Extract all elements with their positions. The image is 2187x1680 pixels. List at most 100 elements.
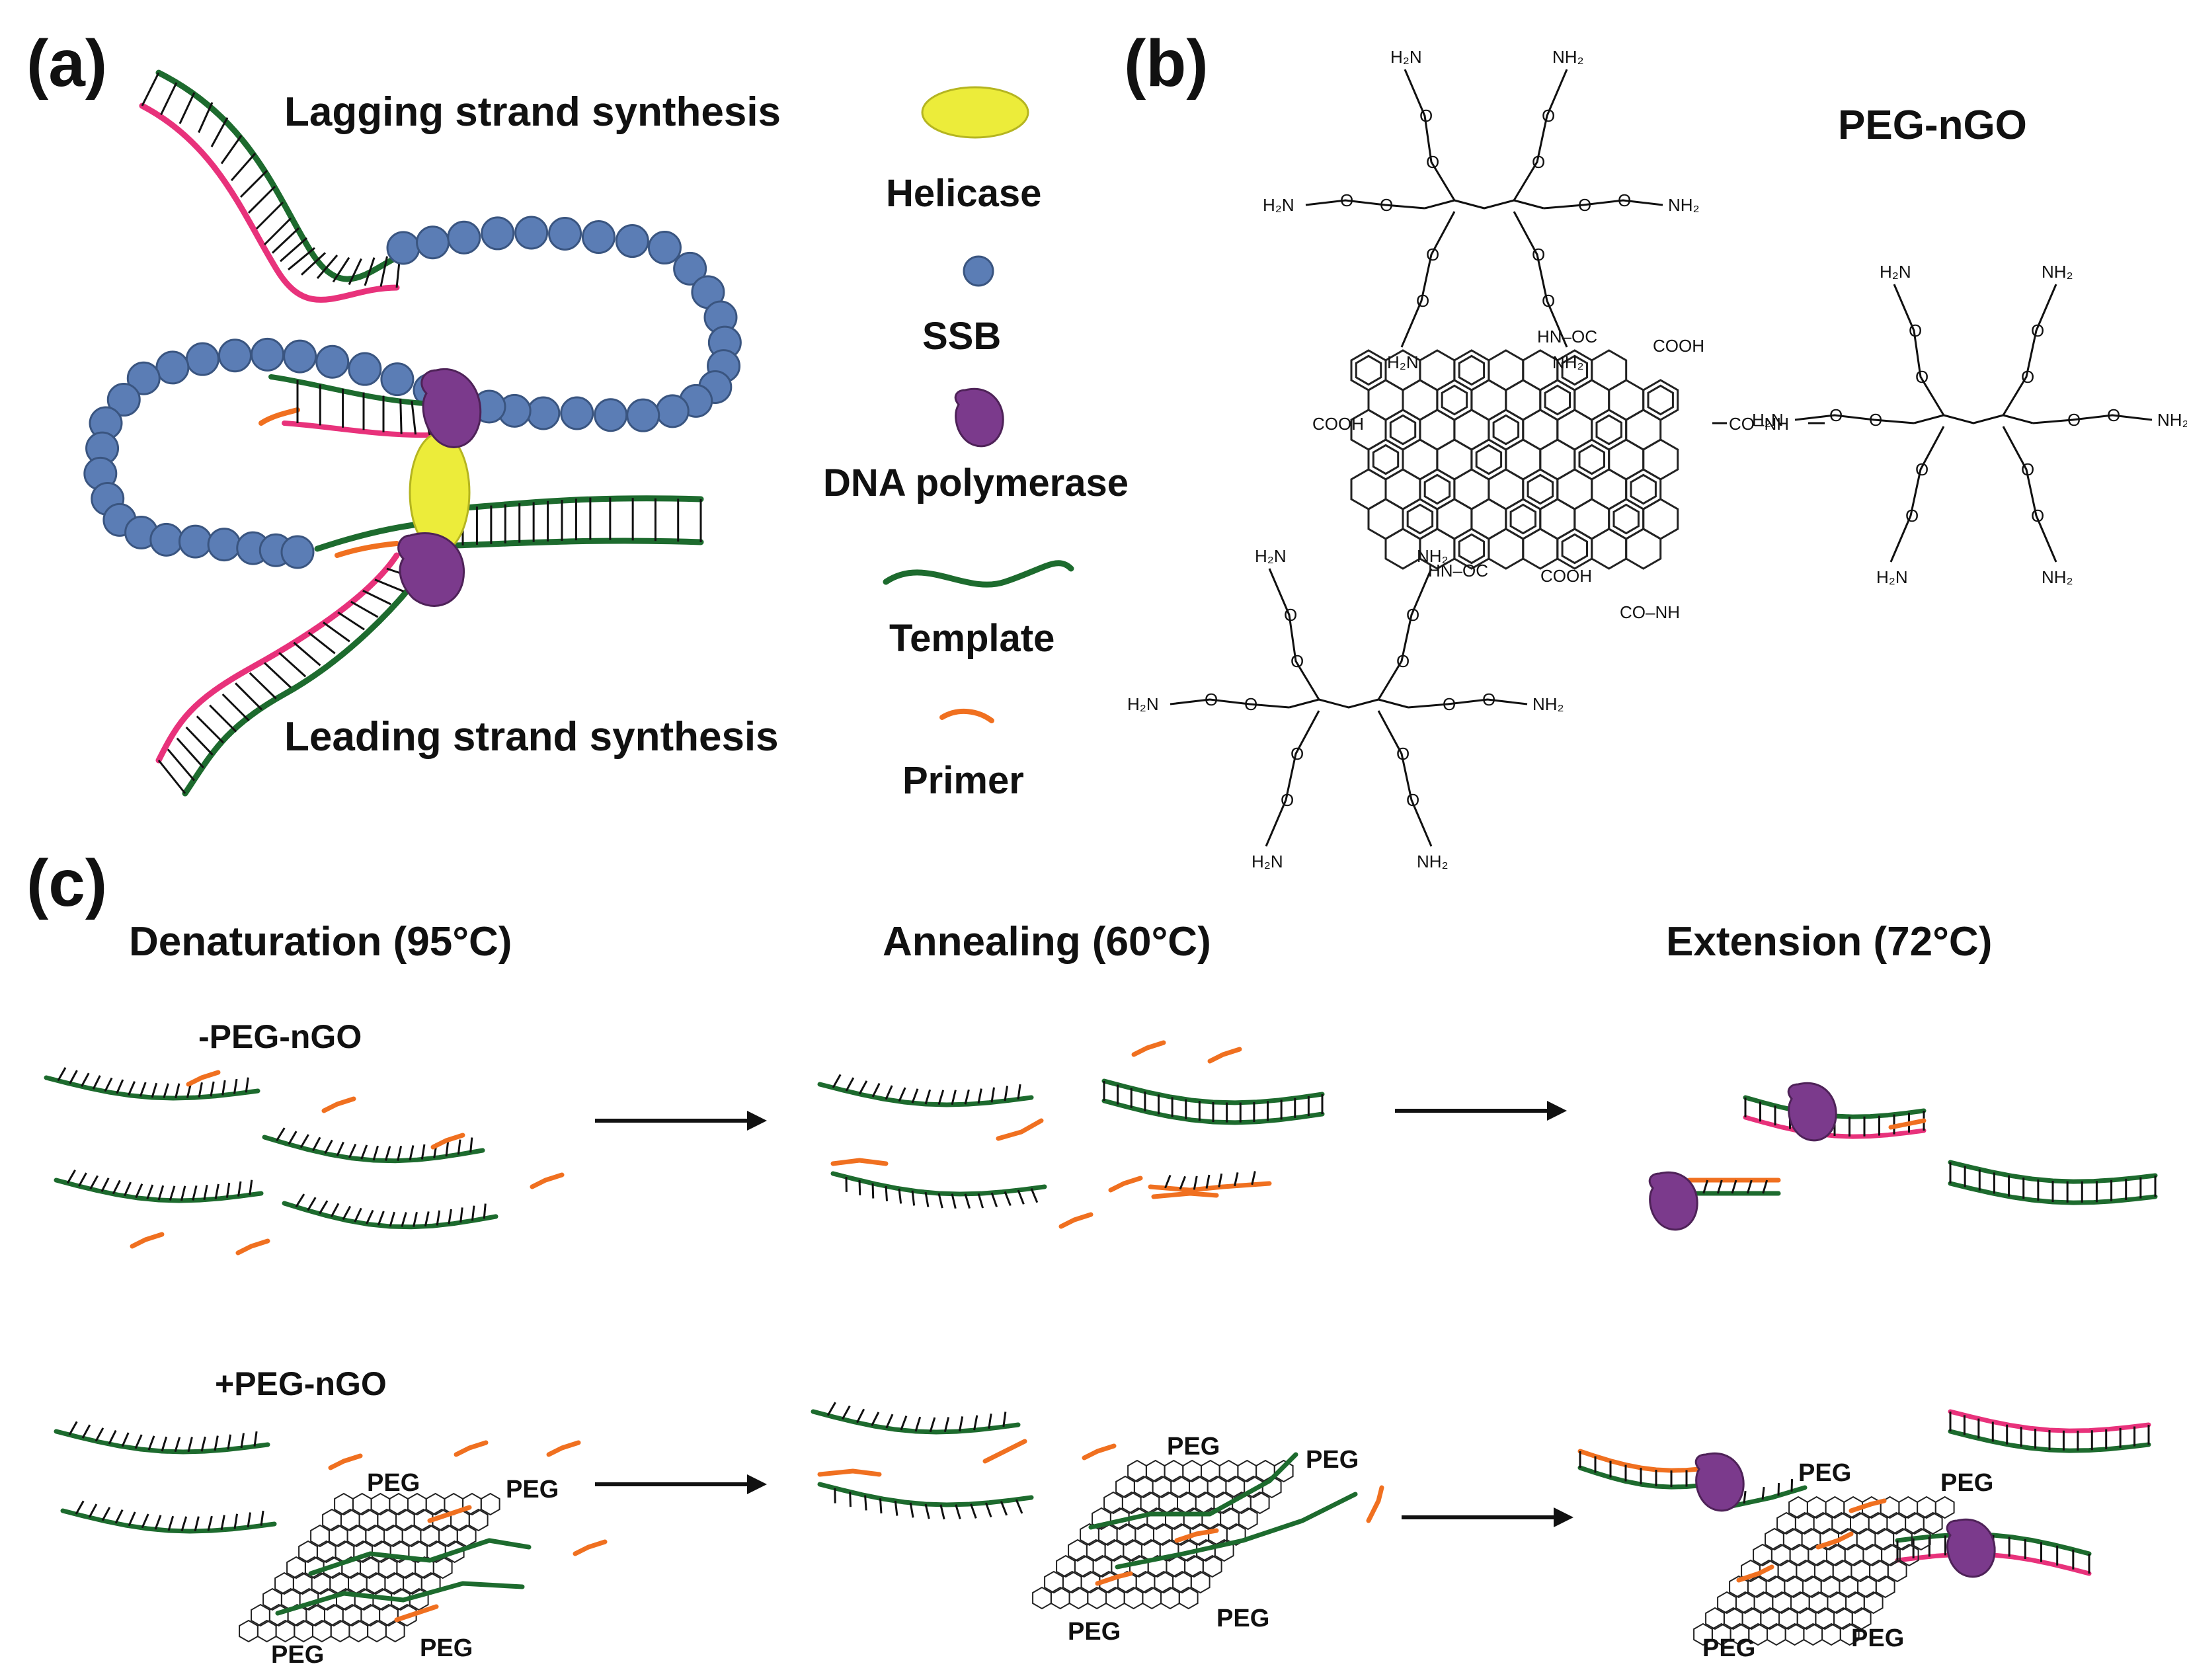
sheet-ring <box>348 1573 367 1594</box>
sheet-ring <box>1772 1592 1791 1613</box>
base-pair-rung <box>363 590 391 604</box>
sheet-ring <box>1753 1544 1772 1566</box>
sheet-ring <box>1208 1476 1226 1498</box>
aromatic-ring <box>1545 385 1570 414</box>
sheet-ring <box>325 1605 343 1626</box>
base-tick <box>102 1178 108 1191</box>
ssb-bead <box>656 395 688 427</box>
base-tick <box>89 1504 97 1517</box>
base-tick <box>362 1145 367 1159</box>
ssb-bead <box>219 340 251 372</box>
aromatic-ring <box>1442 385 1466 414</box>
aromatic-ring <box>1390 415 1415 444</box>
oxygen-label: O <box>1291 651 1304 671</box>
aromatic-ring <box>1459 356 1484 384</box>
sheet-ring <box>1790 1544 1809 1566</box>
primer <box>1084 1446 1114 1458</box>
aromatic-ring <box>1648 385 1673 414</box>
sheet-ring <box>1141 1492 1160 1513</box>
graphene-oxide-core <box>1351 350 1678 569</box>
sheet-ring <box>251 1605 270 1626</box>
base-pair-rung <box>375 580 404 592</box>
base-tick <box>289 1131 297 1144</box>
sheet-ring <box>1748 1576 1767 1597</box>
ssb-bead <box>528 397 559 429</box>
sheet-ring <box>1767 1624 1786 1645</box>
sheet-ring <box>1238 1460 1256 1482</box>
sheet-ring <box>1870 1560 1888 1581</box>
oxygen-label: O <box>1542 291 1555 311</box>
sheet-ring <box>1105 1540 1124 1561</box>
sheet-ring <box>1851 1560 1870 1581</box>
graphene-ring <box>1523 529 1558 569</box>
graphene-sheet <box>239 1494 499 1642</box>
adsorbed-primer <box>1851 1501 1884 1511</box>
leading-strand-label: Leading strand synthesis <box>284 714 779 760</box>
base-tick <box>109 1431 116 1444</box>
primer <box>324 1099 354 1111</box>
sheet-ring <box>1203 1556 1222 1577</box>
sheet-ring <box>323 1509 341 1531</box>
base-tick <box>887 1414 893 1428</box>
sheet-ring <box>317 1541 336 1562</box>
sheet-ring <box>1724 1608 1743 1629</box>
base-tick <box>313 1137 320 1150</box>
sheet-ring <box>287 1557 305 1578</box>
oxygen-label: O <box>2021 460 2034 479</box>
oxygen-label: O <box>1869 410 1882 430</box>
base-tick <box>986 1503 991 1517</box>
annealed-primer <box>998 1121 1041 1139</box>
oxygen-label: O <box>2031 321 2044 340</box>
sheet-ring <box>1094 1556 1112 1577</box>
sheet-ring <box>239 1620 258 1642</box>
base-tick <box>865 1496 867 1511</box>
ssb-bead <box>151 524 182 555</box>
peg-ngo-title: PEG-nGO <box>1838 102 2027 148</box>
ssb-bead <box>179 526 211 557</box>
peg-arm <box>1405 69 1454 200</box>
sheet-ring <box>294 1620 313 1642</box>
sheet-ring <box>1833 1560 1852 1581</box>
peg-arm <box>1894 284 1944 415</box>
base-pair-rung <box>180 93 194 124</box>
amine-label-h2n: H₂N <box>1387 352 1419 372</box>
base-tick <box>67 1170 75 1183</box>
ssb-bead <box>284 340 316 372</box>
oxygen-label: O <box>1419 106 1433 126</box>
step-denaturation: Denaturation (95°C) <box>129 919 512 965</box>
aromatic-ring <box>1373 445 1398 473</box>
sheet-ring <box>1796 1513 1814 1534</box>
peg-label: PEG <box>506 1476 559 1503</box>
arrowhead <box>1547 1101 1567 1121</box>
sheet-ring <box>1201 1460 1220 1482</box>
sheet-ring <box>386 1620 405 1642</box>
base-tick <box>129 1512 135 1526</box>
legend-ssb: SSB <box>922 315 1001 358</box>
base-pair-rung <box>197 716 223 742</box>
sheet-ring <box>457 1525 476 1546</box>
template-strand <box>833 1174 1045 1194</box>
peg-label: PEG <box>1167 1433 1220 1460</box>
base-tick <box>122 1433 128 1447</box>
base-tick <box>124 1182 130 1196</box>
peg-arm <box>2033 415 2152 423</box>
primer <box>1111 1178 1140 1190</box>
sheet-ring <box>1846 1592 1864 1613</box>
base-tick <box>859 1180 860 1195</box>
sheet-ring <box>1159 1492 1177 1513</box>
sheet-ring <box>1106 1587 1125 1609</box>
sheet-ring <box>1153 1476 1172 1498</box>
legend-polymerase: DNA polymerase <box>823 461 1129 504</box>
base-tick <box>128 1082 134 1096</box>
base-tick <box>296 1194 304 1207</box>
oxygen-label: O <box>1205 690 1218 709</box>
sheet-ring <box>1778 1560 1797 1581</box>
base-tick <box>58 1068 65 1081</box>
sheet-ring <box>1815 1560 1833 1581</box>
base-tick <box>149 1436 154 1450</box>
annealed-primer <box>985 1441 1025 1461</box>
primer <box>1210 1049 1240 1061</box>
peg-arm <box>1378 569 1431 700</box>
sheet-ring <box>1142 1587 1161 1609</box>
sheet-ring <box>420 1525 439 1546</box>
